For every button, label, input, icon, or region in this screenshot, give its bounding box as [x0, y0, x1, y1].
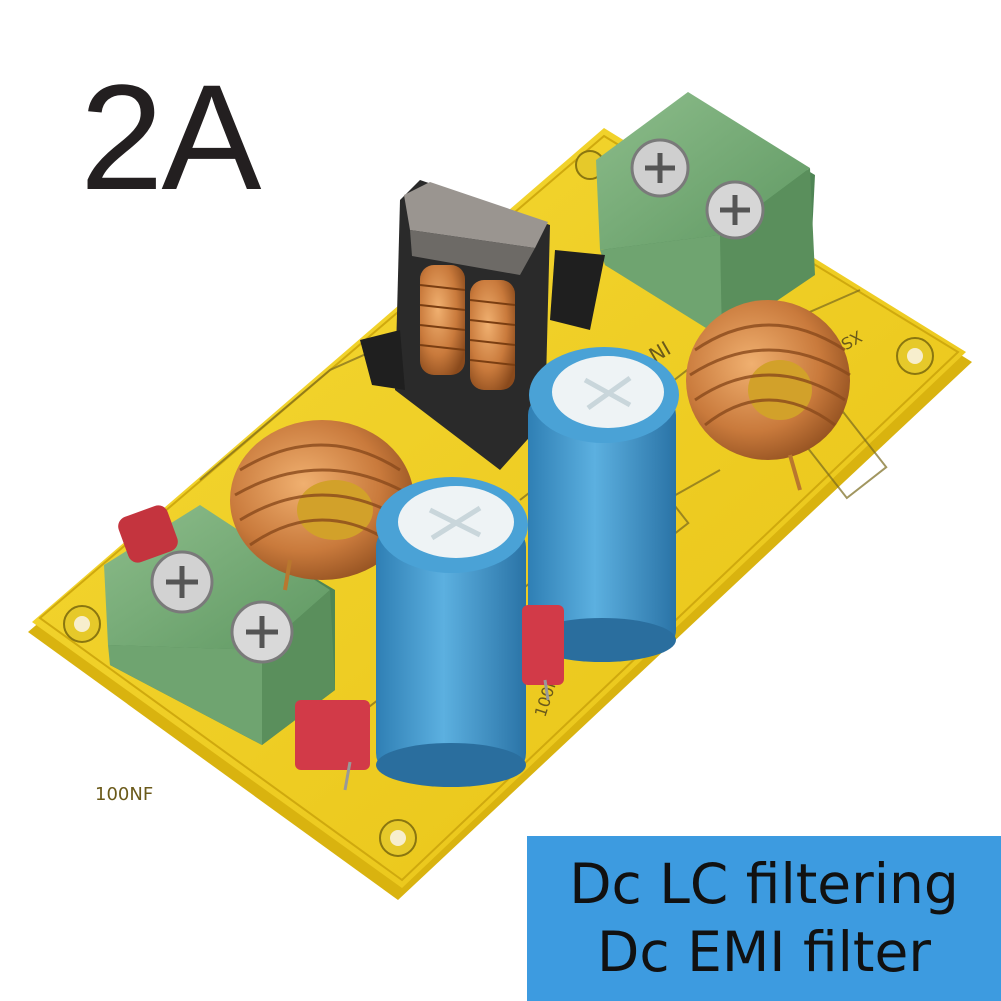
capacitor-front	[376, 477, 528, 787]
common-mode-choke	[360, 180, 605, 470]
toroid-inductor-right	[686, 300, 851, 491]
current-rating-headline: 2A	[80, 53, 261, 221]
caption-banner: Dc LC filtering Dc EMI filter	[527, 836, 1001, 1001]
mounting-holes	[63, 150, 934, 857]
caption-line-2: Dc EMI filter	[597, 920, 931, 984]
silk-label-100nf-left: 100NF	[95, 784, 153, 805]
terminal-block-output	[596, 92, 815, 338]
capacitor-rear	[528, 347, 679, 662]
toroid-inductor-left	[230, 420, 414, 591]
caption-line-1: Dc LC filtering	[569, 852, 959, 916]
film-capacitors	[118, 505, 564, 791]
